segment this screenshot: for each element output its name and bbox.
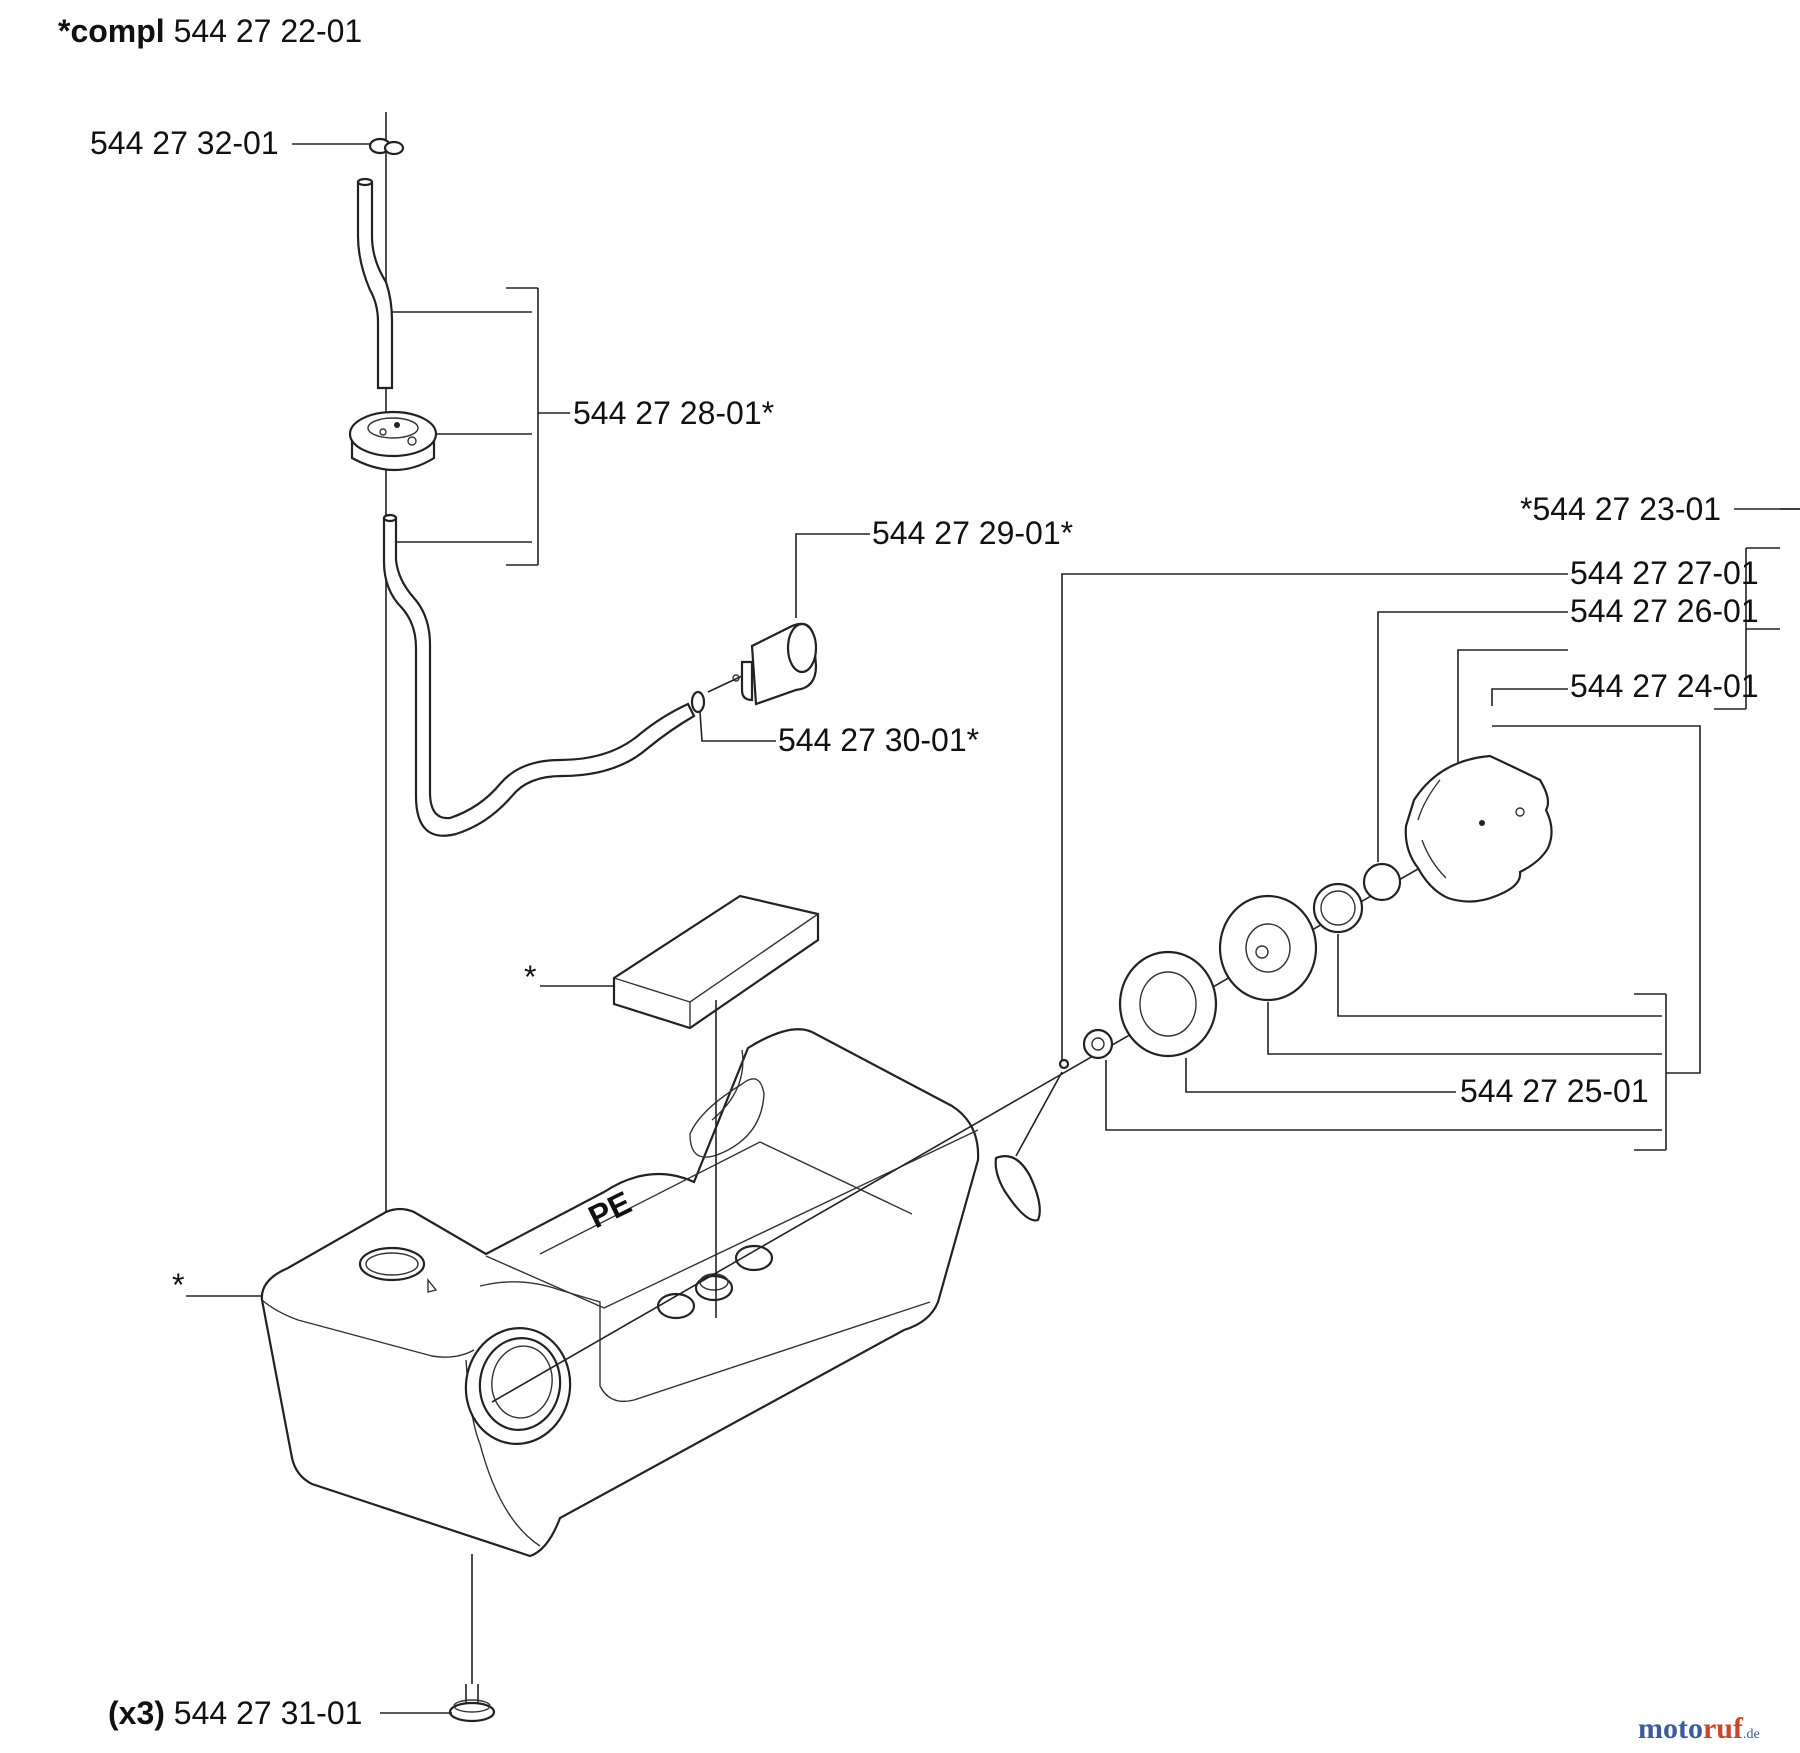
hose-end-lower xyxy=(382,513,398,523)
leader-26-01 xyxy=(1377,611,1568,862)
part-fuel-cap[interactable] xyxy=(1404,754,1553,903)
leader-bracket-top xyxy=(1491,688,1568,706)
callout-544-27-25-01[interactable]: 544 27 25-01 xyxy=(1460,1073,1649,1109)
part-cap-gasket[interactable] xyxy=(1218,894,1318,1002)
assembly-title: *compl 544 27 22-01 xyxy=(58,13,362,49)
leader-30-01 xyxy=(699,711,776,742)
callout-544-27-30-01[interactable]: 544 27 30-01* xyxy=(778,722,979,758)
callout-tank-asterisk[interactable]: * xyxy=(172,1267,184,1303)
part-fuel-tank[interactable]: PE xyxy=(260,1028,980,1558)
tank-arrow-icon xyxy=(427,1278,438,1293)
bracket-28-01 xyxy=(392,287,570,566)
part-valve-ball[interactable] xyxy=(1362,862,1402,902)
part-small-washer[interactable] xyxy=(1082,1028,1114,1060)
callout-544-27-23-01[interactable]: *544 27 23-01 xyxy=(1520,491,1721,527)
bracket-25-01 xyxy=(1105,725,1701,1151)
part-screw[interactable] xyxy=(448,1684,496,1723)
part-cap-strap[interactable] xyxy=(994,1155,1041,1222)
part-lower-fuel-hose[interactable] xyxy=(382,516,696,837)
callout-544-27-26-01[interactable]: 544 27 26-01 xyxy=(1570,593,1759,629)
callout-544-27-24-01[interactable]: 544 27 24-01 xyxy=(1570,668,1759,704)
part-rubber-pad[interactable] xyxy=(612,894,820,1030)
part-fuel-filter[interactable] xyxy=(707,622,818,706)
part-cap-seal[interactable] xyxy=(1118,950,1218,1058)
callout-544-27-28-01[interactable]: 544 27 28-01* xyxy=(573,395,774,431)
watermark-logo: motoruf.de xyxy=(1638,1712,1760,1745)
part-upper-fuel-hose[interactable] xyxy=(356,180,394,390)
callout-544-27-32-01[interactable]: 544 27 32-01 xyxy=(90,125,279,161)
callout-544-27-29-01[interactable]: 544 27 29-01* xyxy=(872,515,1073,551)
part-o-ring[interactable] xyxy=(690,690,706,714)
callout-544-27-27-01[interactable]: 544 27 27-01 xyxy=(1570,555,1759,591)
callout-544-27-31-01[interactable]: (x3) 544 27 31-01 xyxy=(108,1695,362,1731)
leader-24-01 xyxy=(1457,649,1568,762)
bracket-23-01 xyxy=(1714,508,1800,710)
leader-29-01 xyxy=(795,533,870,618)
callout-pad-asterisk[interactable]: * xyxy=(524,959,536,995)
hose-end-top xyxy=(356,177,374,187)
leader-27-01 xyxy=(1061,573,1568,1060)
part-clip[interactable] xyxy=(368,137,405,156)
part-grommet[interactable] xyxy=(348,410,438,472)
